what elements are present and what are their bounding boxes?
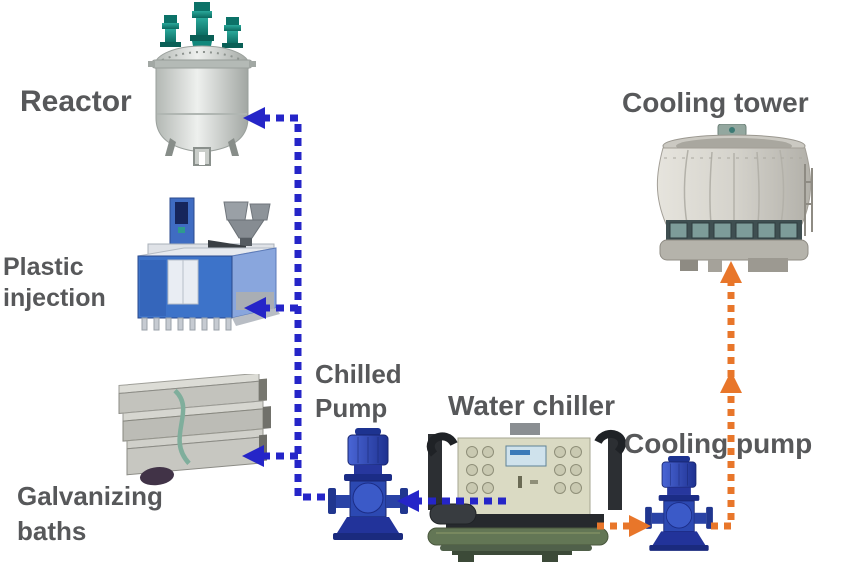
cooling-pump-label: Cooling pump: [624, 428, 813, 459]
reactor-nozzles: [160, 2, 243, 56]
galvanizing-baths-image: [118, 374, 271, 486]
chiller-knobs: [466, 446, 582, 494]
cooling-pump-image: [645, 456, 713, 551]
cooling-tower-image: [656, 124, 813, 272]
chilled-pump-image: [328, 428, 408, 540]
tower-basin: [659, 239, 809, 261]
galvanizing-baths-label: Galvanizing baths: [17, 481, 163, 547]
plastic-injection-image: [137, 197, 280, 331]
plastic-injection-label: Plastic injection: [3, 253, 106, 312]
reactor-label: Reactor: [20, 85, 132, 118]
reactor-image: [148, 2, 256, 166]
machine-feet: [141, 317, 232, 331]
water-chiller-image: [426, 423, 626, 562]
chilled-pump-label: Chilled Pump: [315, 359, 402, 423]
cooling-tower-label: Cooling tower: [622, 87, 809, 118]
chiller-tank: [427, 527, 609, 546]
water-chiller-label: Water chiller: [448, 390, 616, 421]
hopper: [223, 201, 271, 246]
arrow-up-icon: [720, 371, 742, 393]
chiller-display: [505, 445, 547, 467]
